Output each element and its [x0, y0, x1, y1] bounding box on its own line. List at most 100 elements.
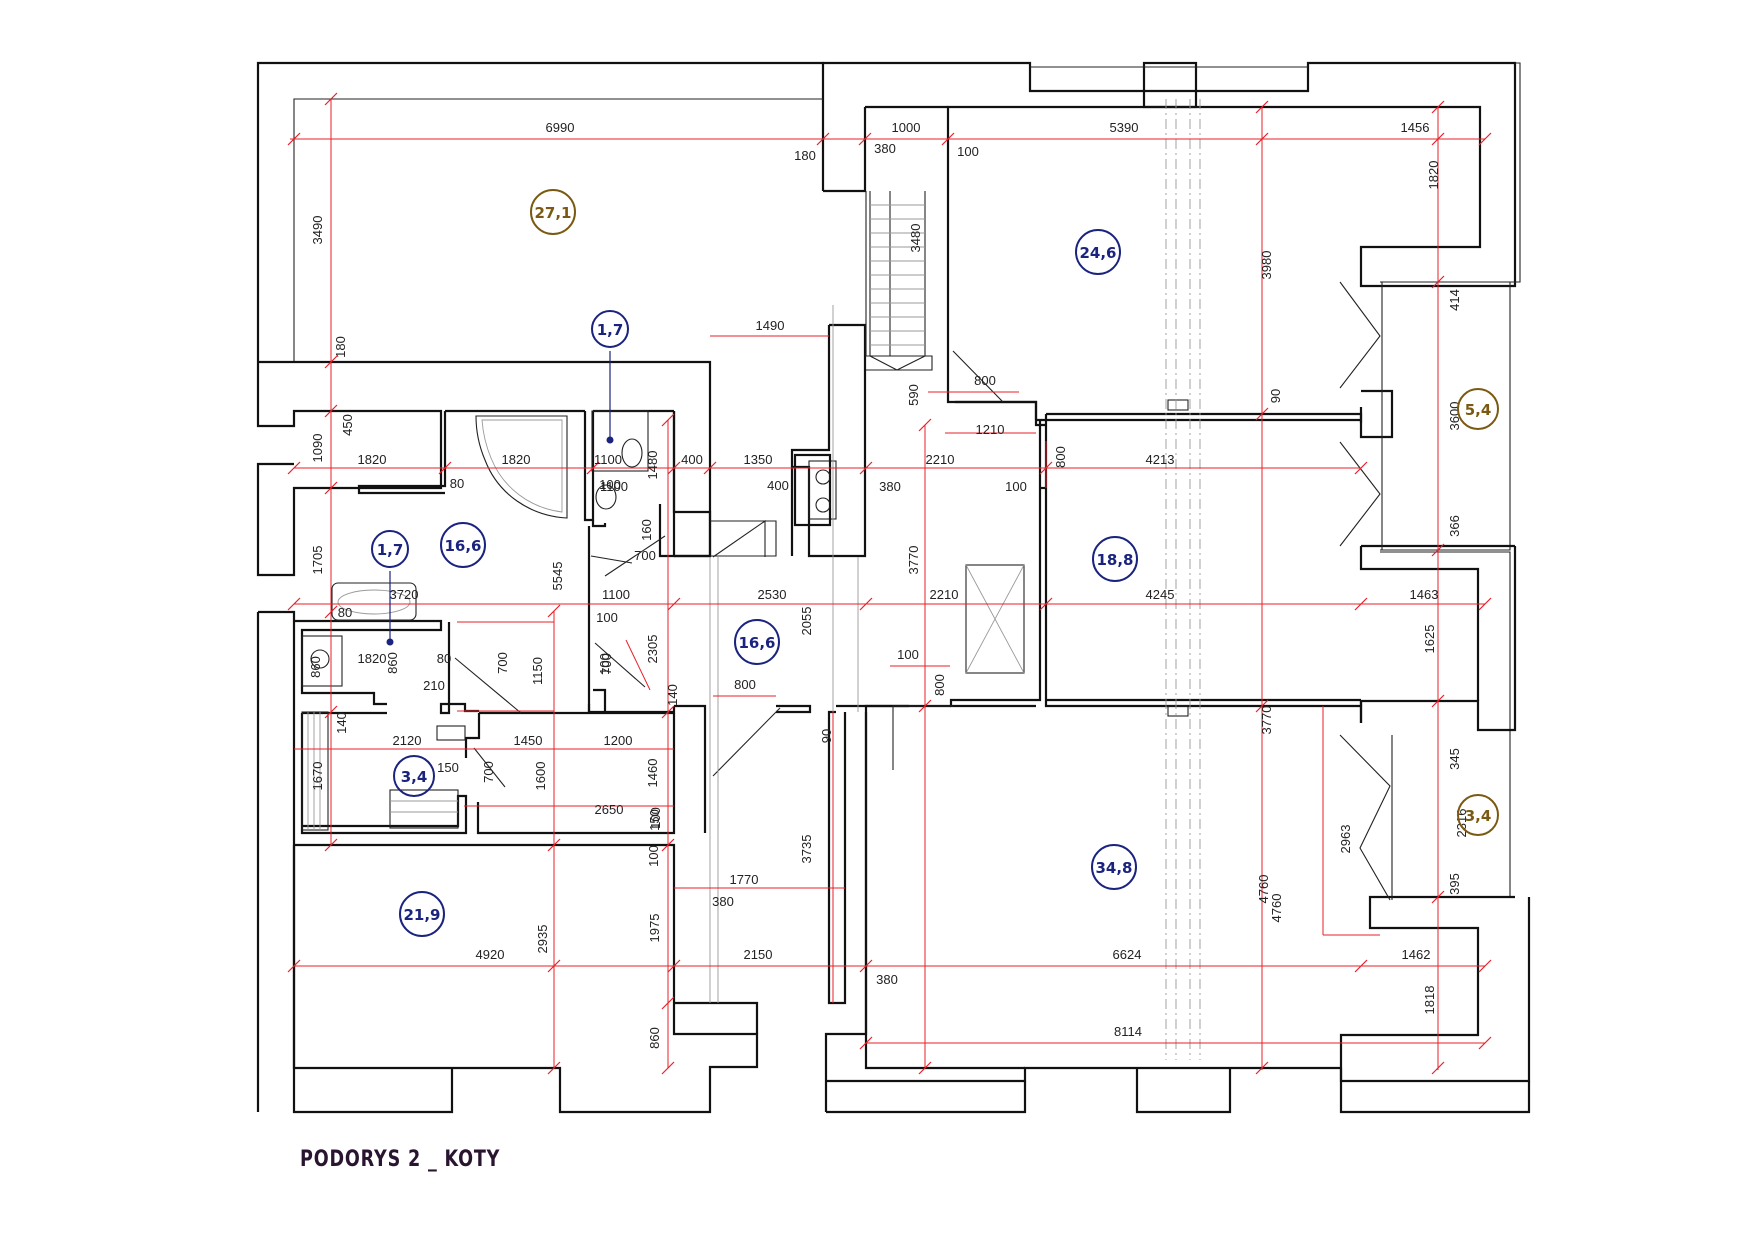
dimension-value: 800 — [734, 677, 756, 692]
dimension-ticks — [287, 92, 1492, 1075]
walls — [256, 61, 1531, 1114]
room-marker-circle — [530, 189, 576, 235]
room-marker-circle — [1092, 536, 1138, 582]
dimension-value: 380 — [712, 894, 734, 909]
dimension-value: 160 — [639, 519, 654, 541]
room-area-label: 27,1 — [534, 204, 571, 222]
dimension-tick — [1255, 1061, 1269, 1075]
dimension-tick — [859, 461, 873, 475]
dimension-value: 80 — [437, 651, 451, 666]
dimension-tick — [1039, 461, 1053, 475]
dimension-tick — [287, 132, 301, 146]
dimension-value: 2530 — [758, 587, 787, 602]
dimension-value: 2935 — [535, 925, 550, 954]
dimension-tick — [1431, 694, 1445, 708]
room-leader-dot — [386, 638, 394, 646]
dimension-tick — [1431, 275, 1445, 289]
doors-windows — [454, 281, 1393, 1003]
room-area-label: 18,8 — [1096, 551, 1133, 569]
dimension-value: 4920 — [476, 947, 505, 962]
dimension-value: 2120 — [393, 733, 422, 748]
dimension-value: 800 — [974, 373, 996, 388]
room-area-label: 5,4 — [1465, 401, 1492, 419]
room-area-label: 3,4 — [401, 768, 428, 786]
dimension-value: 800 — [932, 674, 947, 696]
stairs — [869, 191, 926, 371]
dimension-tick — [324, 355, 338, 369]
dimension-value: 2210 — [930, 587, 959, 602]
dimension-tick — [1354, 597, 1368, 611]
dimension-tick — [324, 705, 338, 719]
dimension-value: 90 — [1268, 389, 1283, 403]
dimension-value: 1210 — [976, 422, 1005, 437]
dimension-value: 80 — [338, 605, 352, 620]
room-area-label: 1,7 — [377, 541, 404, 559]
dimension-tick — [859, 1036, 873, 1050]
dimension-value: 3480 — [908, 224, 923, 253]
room-area-label: 1,7 — [597, 321, 624, 339]
dimension-value: 4760 — [1269, 894, 1284, 923]
dimension-value: 6990 — [546, 120, 575, 135]
dimension-tick — [324, 92, 338, 106]
dimension-tick — [324, 481, 338, 495]
dimension-tick — [1039, 597, 1053, 611]
dimension-value: 4245 — [1146, 587, 1175, 602]
dimension-tick — [1255, 407, 1269, 421]
room-marker-circle — [371, 530, 409, 568]
dimension-value: 1450 — [514, 733, 543, 748]
dimension-value: 90 — [819, 729, 834, 743]
dimension-value: 1100 — [594, 452, 622, 467]
dimension-tick — [1431, 100, 1445, 114]
dimension-value: 2963 — [1338, 825, 1353, 854]
dimension-value: 2650 — [595, 802, 624, 817]
dimension-tick — [661, 413, 675, 427]
dimension-value: 180 — [333, 336, 348, 358]
dimension-value: 1770 — [730, 872, 759, 887]
dimension-value: 100 — [1005, 479, 1027, 494]
room-marker-circle — [1457, 388, 1499, 430]
dimension-value: 1200 — [604, 733, 633, 748]
dimension-value: 100 — [596, 610, 618, 625]
dimension-value: 1975 — [647, 914, 662, 943]
dimension-value: 590 — [906, 384, 921, 406]
dimension-value: 380 — [876, 972, 898, 987]
dimension-value: 1820 — [358, 651, 387, 666]
dimension-tick — [667, 461, 681, 475]
room-marker-circle — [1075, 229, 1121, 275]
dimension-tick — [1431, 543, 1445, 557]
dimension-value: 3490 — [310, 216, 325, 245]
room-area-label: 16,6 — [444, 537, 481, 555]
dimension-tick — [1478, 597, 1492, 611]
dimension-value: 140 — [665, 684, 680, 706]
dimension-value: 2305 — [645, 635, 660, 664]
dimension-value: 8114 — [1114, 1024, 1142, 1039]
dimension-value: 100 — [648, 807, 663, 829]
dimension-value: 100 — [957, 144, 979, 159]
dimension-value: 860 — [647, 1027, 662, 1049]
bathroom-fixtures — [301, 399, 1189, 831]
dimension-tick — [287, 597, 301, 611]
dimension-tick — [1431, 132, 1445, 146]
room-marker-circle — [393, 755, 435, 797]
dimension-tick — [1431, 1061, 1445, 1075]
dimension-value: 100 — [597, 653, 612, 675]
dimension-tick — [1431, 890, 1445, 904]
dimension-tick — [1354, 461, 1368, 475]
dimension-value: 1090 — [310, 434, 325, 463]
dimension-value: 80 — [450, 476, 464, 491]
dimension-value: 1820 — [502, 452, 531, 467]
dimension-tick — [1478, 959, 1492, 973]
dimension-value: 1480 — [645, 451, 660, 480]
room-leader-dot — [606, 436, 614, 444]
room-area-label: 24,6 — [1079, 244, 1116, 262]
dimension-tick — [703, 461, 717, 475]
dimension-tick — [324, 605, 338, 619]
dimension-value: 100 — [897, 647, 919, 662]
dimension-tick — [941, 132, 955, 146]
dimension-tick — [859, 959, 873, 973]
dimension-value: 1818 — [1422, 986, 1437, 1015]
dimension-value: 1460 — [645, 759, 660, 788]
dimension-tick — [661, 996, 675, 1010]
dimension-value: 2055 — [799, 607, 814, 636]
